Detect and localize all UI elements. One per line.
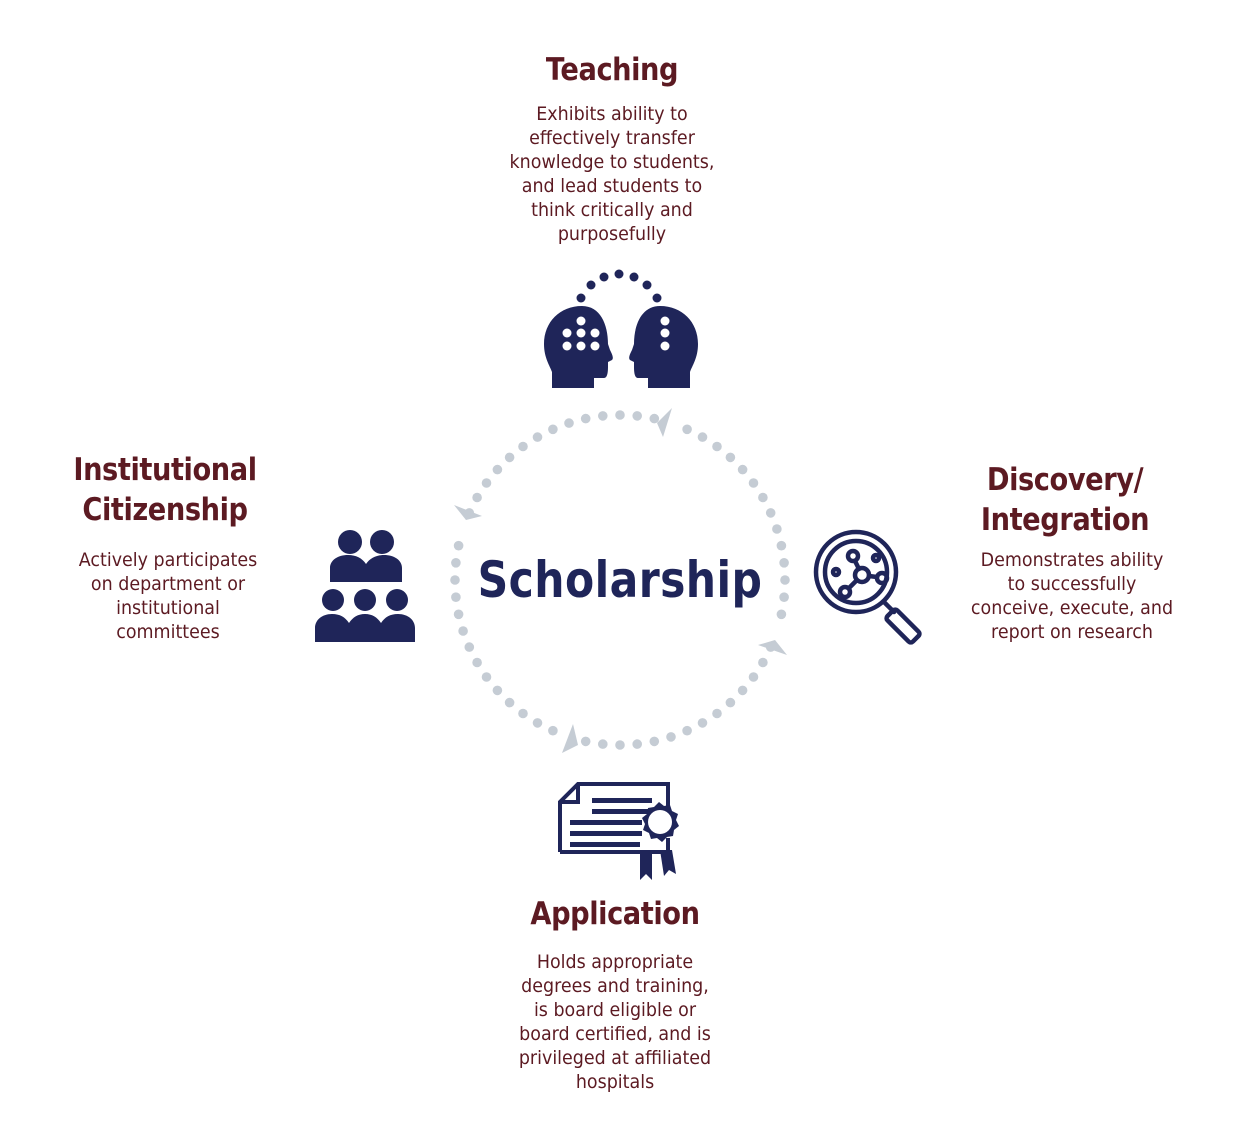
arrow-bottom-icon [562, 724, 578, 753]
teaching-description: Exhibits ability to effectively transfer… [509, 103, 715, 245]
ring-dot [504, 452, 515, 463]
ring-dot [737, 464, 748, 475]
ring-dot [548, 725, 558, 736]
ring-dot [492, 685, 503, 696]
ring-dot [780, 575, 790, 585]
citizenship-title: Institutional Citizenship [46, 450, 284, 530]
ring-dot [737, 685, 748, 696]
ring-dot [779, 592, 789, 602]
discovery-title: Discovery/ Integration [937, 460, 1192, 540]
group-of-people-icon [315, 530, 415, 642]
ring-dot [518, 708, 528, 719]
ring-dot [615, 410, 625, 420]
ring-dot [472, 492, 482, 503]
cycle-arrows [454, 408, 787, 753]
arrow-left-icon [454, 505, 482, 520]
ring-dot [450, 575, 460, 585]
ring-dot [598, 411, 608, 421]
magnifier-molecule-icon [813, 529, 922, 645]
ring-dot [532, 432, 543, 442]
ring-dot [697, 432, 708, 442]
ring-dot [504, 697, 515, 708]
ring-dot [458, 626, 468, 636]
ring-dot [712, 708, 722, 719]
discovery-description: Demonstrates ability to successfully con… [970, 549, 1174, 643]
ring-dot [451, 592, 461, 602]
certificate-ribbon-icon [558, 782, 679, 880]
ring-dot [481, 672, 492, 682]
ring-dot [548, 424, 558, 435]
ring-dot [758, 657, 768, 668]
ring-dot [453, 540, 464, 551]
discovery-title-line1: Discovery/ [986, 462, 1144, 498]
arrow-right-icon [758, 640, 787, 655]
ring-dot [632, 411, 642, 421]
application-description: Holds appropriate degrees and training, … [518, 951, 712, 1093]
application-title: Application [530, 896, 700, 932]
ring-dot [776, 540, 787, 551]
ring-dot [697, 718, 708, 728]
ring-dot [632, 739, 642, 749]
ring-dot [464, 642, 475, 652]
ring-dot [682, 725, 692, 736]
center-label-scholarship: Scholarship [477, 551, 763, 609]
ring-dot [580, 736, 591, 747]
ring-dot [481, 478, 492, 488]
ring-dot [649, 413, 660, 424]
ring-dot [453, 609, 464, 620]
ring-dot [712, 441, 722, 452]
ring-dot [682, 424, 692, 435]
two-heads-knowledge-transfer-icon [544, 269, 698, 388]
ring-dot [492, 464, 503, 475]
ring-dot [649, 736, 660, 747]
ring-dot [666, 732, 676, 742]
ring-dot [580, 413, 591, 424]
ring-dot [451, 558, 461, 568]
ring-dot [518, 441, 528, 452]
ring-dot [776, 609, 787, 620]
ring-dot [779, 558, 789, 568]
citizenship-title-line1: Institutional [73, 452, 257, 488]
ring-dot [472, 657, 482, 668]
ring-dot [772, 524, 782, 534]
ring-dot [615, 740, 625, 750]
ring-dot [748, 478, 759, 488]
ring-dot [725, 452, 736, 463]
citizenship-description: Actively participates on department or i… [78, 549, 258, 643]
ring-dot [598, 739, 608, 749]
ring-dot [765, 508, 776, 518]
ring-dot [748, 672, 759, 682]
citizenship-title-line2: Citizenship [82, 492, 248, 528]
ring-dot [758, 492, 768, 503]
teaching-title: Teaching [545, 52, 679, 88]
discovery-title-line2: Integration [980, 502, 1150, 538]
arrow-top-icon [657, 408, 672, 437]
ring-dot [532, 718, 543, 728]
ring-dot [564, 418, 574, 428]
ring-dot [725, 697, 736, 708]
